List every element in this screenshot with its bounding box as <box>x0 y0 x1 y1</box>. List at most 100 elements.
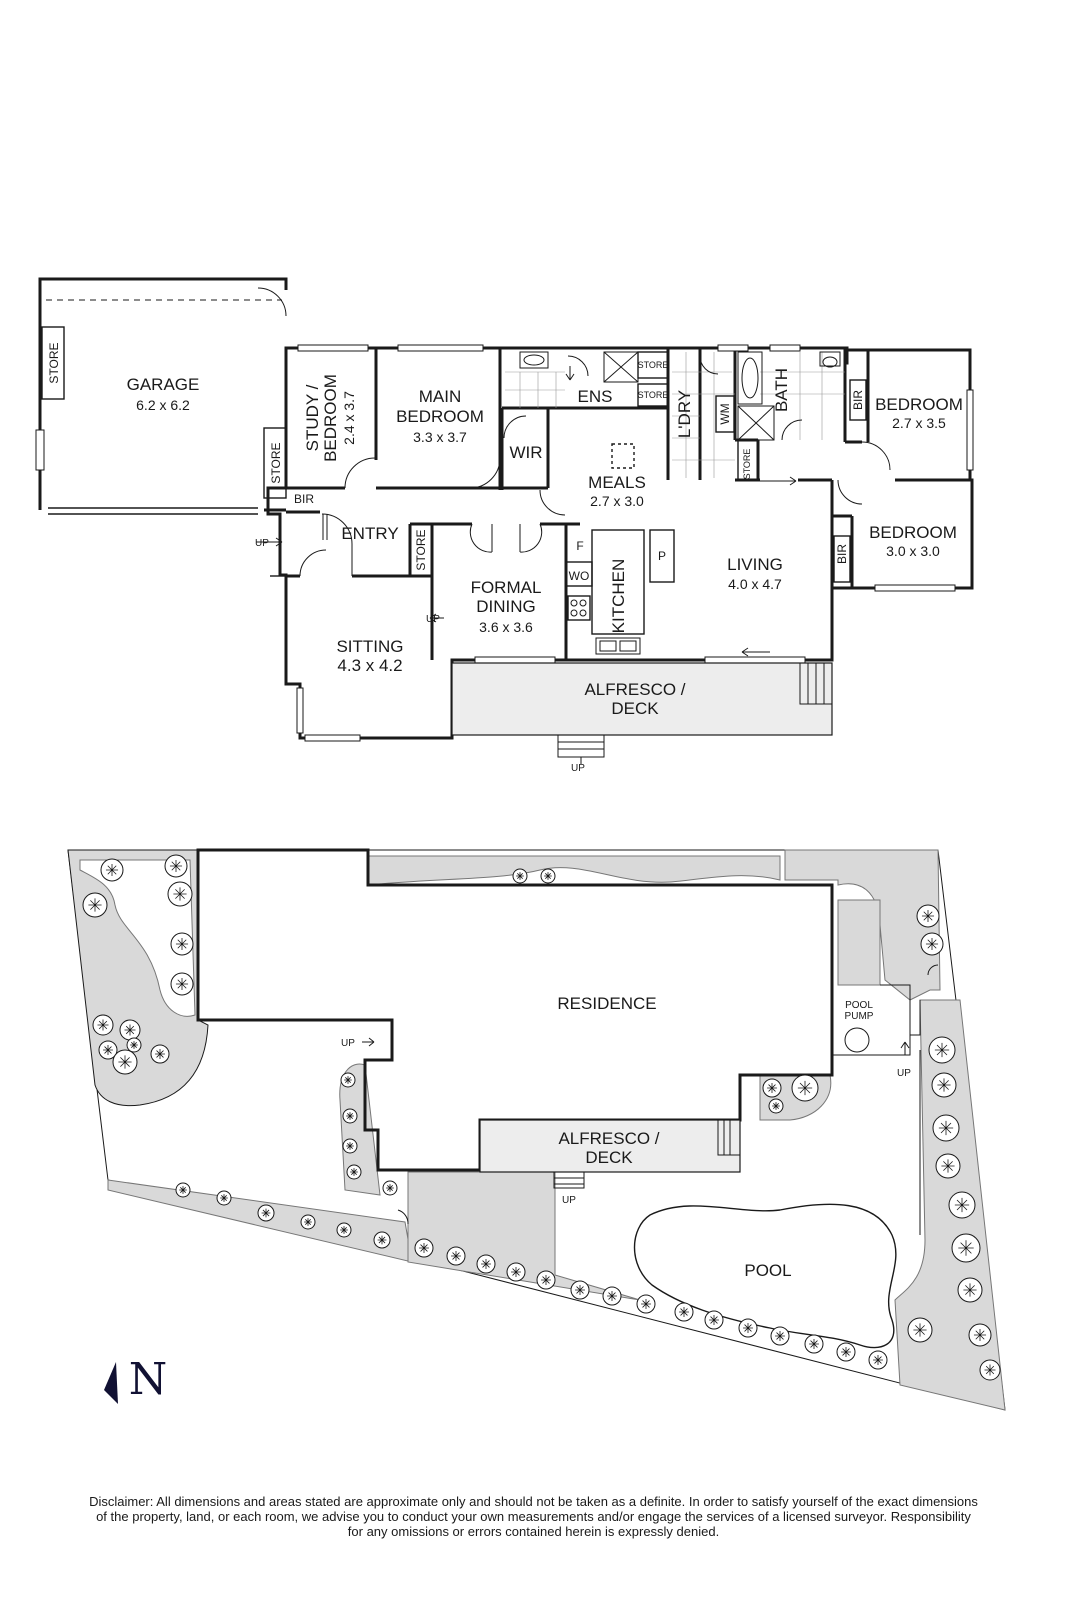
label-ens: ENS <box>578 387 613 406</box>
room-study-dims: 2.4 x 3.7 <box>341 391 357 445</box>
tree-icon <box>925 937 939 951</box>
tree-icon <box>481 1259 491 1269</box>
tree-icon <box>544 872 552 880</box>
north-label: N <box>129 1354 168 1405</box>
tree-icon <box>175 977 189 991</box>
site-trees <box>82 854 1001 1381</box>
room-study-name-1: STUDY / <box>303 384 322 451</box>
tree-icon <box>105 863 119 877</box>
site-labels: RESIDENCE ALFRESCO / DECK POOL POOL PUMP… <box>341 994 911 1280</box>
tree-icon <box>173 887 187 901</box>
site-residence-label: RESIDENCE <box>557 994 656 1013</box>
site-alfresco-2: DECK <box>585 1148 633 1167</box>
label-garage-side-store: STORE <box>269 442 283 483</box>
tree-icon <box>607 1291 617 1301</box>
label-up-entry: UP <box>255 538 269 549</box>
tree-icon <box>261 1208 271 1218</box>
room-bedroom-3-dims: 3.0 x 3.0 <box>886 543 940 559</box>
tree-icon <box>958 1240 974 1256</box>
room-study-name-2: BEDROOM <box>321 374 340 462</box>
label-pantry: P <box>658 549 666 563</box>
room-formal-dining-dims: 3.6 x 3.6 <box>479 619 533 635</box>
disclaimer-line-1: Disclaimer: All dimensions and areas sta… <box>89 1494 978 1509</box>
siteplan: RESIDENCE ALFRESCO / DECK POOL POOL PUMP… <box>67 848 1006 1411</box>
tree-icon <box>772 1102 780 1110</box>
tree-icon <box>575 1285 585 1295</box>
disclaimer: Disclaimer: All dimensions and areas sta… <box>18 1494 1049 1539</box>
room-garage-name: GARAGE <box>127 375 200 394</box>
garage <box>35 277 288 515</box>
tree-icon <box>937 1078 951 1092</box>
room-bedroom-2-name: BEDROOM <box>875 395 963 414</box>
room-living-name: LIVING <box>727 555 783 574</box>
tiled-floors <box>505 352 845 478</box>
tree-icon <box>346 1142 354 1150</box>
pool-pump <box>844 1027 870 1053</box>
tree-icon <box>775 1331 785 1341</box>
site-pool-label: POOL <box>744 1261 791 1280</box>
disclaimer-line-2: of the property, land, or each room, we … <box>96 1509 971 1524</box>
room-main-bedroom-name-1: MAIN <box>419 387 462 406</box>
tree-icon <box>709 1315 719 1325</box>
floorplan: GARAGE 6.2 x 6.2 STUDY / BEDROOM 2.4 x 3… <box>35 277 974 774</box>
doors <box>299 355 891 577</box>
tree-icon <box>541 1275 551 1285</box>
label-bir-study: BIR <box>294 492 314 506</box>
room-living-dims: 4.0 x 4.7 <box>728 576 782 592</box>
label-up-deck: UP <box>571 763 585 774</box>
fixtures <box>256 351 867 657</box>
tree-icon <box>340 1226 348 1234</box>
label-kitchen: KITCHEN <box>609 559 628 634</box>
tree-icon <box>679 1307 689 1317</box>
site-alfresco-deck <box>479 1119 741 1173</box>
label-entry: ENTRY <box>341 524 398 543</box>
room-garage-dims: 6.2 x 6.2 <box>136 397 190 413</box>
room-meals-dims: 2.7 x 3.0 <box>590 493 644 509</box>
label-ens-store-1: STORE <box>638 360 669 370</box>
tree-icon <box>913 1323 927 1337</box>
tree-icon <box>984 1364 996 1376</box>
label-bath: BATH <box>772 368 791 412</box>
room-main-bedroom-dims: 3.3 x 3.7 <box>413 429 467 445</box>
room-labels: GARAGE 6.2 x 6.2 STUDY / BEDROOM 2.4 x 3… <box>47 342 963 774</box>
label-fridge: F <box>576 539 583 553</box>
garage-door-swing <box>257 287 287 317</box>
tree-icon <box>350 1168 358 1176</box>
tree-icon <box>809 1339 819 1349</box>
tree-icon <box>155 1049 165 1059</box>
tree-icon <box>941 1159 955 1173</box>
room-sitting-dims: 4.3 x 4.2 <box>337 656 402 675</box>
site-up-2: UP <box>897 1068 911 1079</box>
tree-icon <box>954 1197 970 1213</box>
label-entry-store: STORE <box>414 529 428 570</box>
tree-icon <box>873 1355 883 1365</box>
label-wall-oven: WO <box>569 569 590 583</box>
label-bir-bedroom-3: BIR <box>835 544 849 564</box>
alfresco-deck <box>451 662 833 764</box>
tree-icon <box>220 1194 228 1202</box>
tree-icon <box>130 1041 138 1049</box>
tree-icon <box>179 1186 187 1194</box>
label-ens-store-2: STORE <box>638 390 669 400</box>
label-wir: WIR <box>509 443 542 462</box>
pool <box>633 1203 897 1349</box>
label-alfresco-1: ALFRESCO / <box>584 680 685 699</box>
site-up-3: UP <box>562 1195 576 1206</box>
site-up-1: UP <box>341 1038 355 1049</box>
north-arrow: N <box>104 1354 167 1405</box>
tree-icon <box>304 1218 312 1226</box>
tree-icon <box>963 1283 977 1297</box>
tree-icon <box>934 1042 950 1058</box>
tree-icon <box>346 1112 354 1120</box>
tree-icon <box>344 1076 352 1084</box>
tree-icon <box>973 1328 987 1342</box>
label-alfresco-2: DECK <box>611 699 659 718</box>
windows <box>296 344 974 742</box>
tree-icon <box>451 1251 461 1261</box>
tree-icon <box>921 909 935 923</box>
tree-icon <box>641 1299 651 1309</box>
tree-icon <box>169 859 183 873</box>
tree-icon <box>797 1080 813 1096</box>
label-up-dining: UP <box>426 614 440 625</box>
